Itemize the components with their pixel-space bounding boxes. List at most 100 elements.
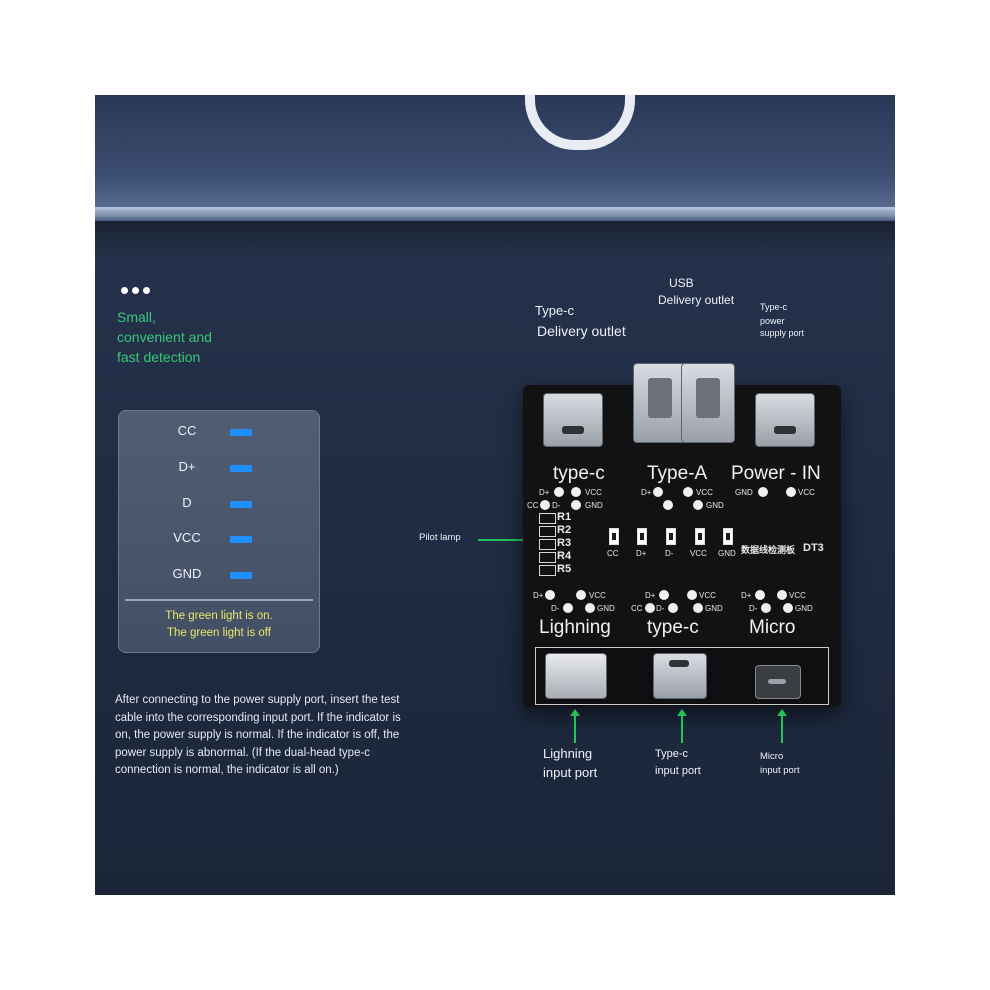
typec-power-port — [755, 393, 815, 447]
legend-label: CC — [177, 423, 197, 438]
power-port-label-1: Type-c — [760, 302, 788, 312]
tagline-line: Small, — [117, 309, 156, 325]
legend-note-on: The green light is on. — [165, 610, 273, 622]
indicator-legend: CC D+ D VCC GND The green light is on. T… — [118, 410, 320, 653]
indicator-bar-icon — [230, 465, 252, 472]
typec-outlet-label-2: Delivery outlet — [537, 323, 626, 339]
lamp-label: VCC — [690, 549, 707, 558]
pin-label: GND — [706, 501, 724, 510]
micro-input-port — [755, 665, 801, 699]
board-label-micro: Micro — [749, 617, 796, 638]
background-wall — [95, 95, 895, 210]
micro-input-label-1: Micro — [760, 751, 784, 762]
pin-pad — [687, 590, 697, 600]
legend-note-off: The green light is off — [167, 627, 271, 639]
pin-pad — [540, 500, 550, 510]
pin-pad — [663, 500, 673, 510]
pin-label: D- — [656, 604, 665, 613]
pin-label: GND — [705, 604, 723, 613]
pin-label: VCC — [798, 488, 815, 497]
pin-label: D+ — [641, 488, 652, 497]
pin-pad — [576, 590, 586, 600]
pin-pad — [659, 590, 669, 600]
pin-label: D- — [552, 501, 561, 510]
board-label-typea: Type-A — [647, 463, 708, 484]
pin-label: D+ — [645, 591, 656, 600]
lamp-label: D- — [665, 549, 674, 558]
pin-label: GND — [795, 604, 813, 613]
pin-label: GND — [597, 604, 615, 613]
pin-pad — [777, 590, 787, 600]
pin-label: VCC — [699, 591, 716, 600]
pin-pad — [563, 603, 573, 613]
pin-pad — [571, 487, 581, 497]
pin-pad — [645, 603, 655, 613]
lightning-input-port — [545, 653, 607, 699]
lamp-label: CC — [607, 549, 619, 558]
indicator-bar-icon — [230, 501, 252, 508]
ellipsis-icon — [121, 281, 154, 299]
pin-pad — [786, 487, 796, 497]
power-port-label-2: power — [760, 316, 785, 326]
typec-pointer — [681, 715, 683, 743]
board-model-code: DT3 — [803, 542, 824, 554]
board-label-typec-bottom: type-c — [647, 617, 699, 638]
board-label-lightning: Lighning — [539, 617, 611, 638]
legend-row: CC — [119, 423, 319, 443]
pin-pad — [571, 500, 581, 510]
resistor-icon — [539, 526, 556, 537]
legend-row: D+ — [119, 459, 319, 479]
usb-a-port-right — [681, 363, 735, 443]
resistor-label: R5 — [557, 563, 572, 575]
typec-output-port — [543, 393, 603, 447]
lightning-input-label-1: Lighning — [543, 746, 593, 761]
legend-divider — [125, 599, 313, 601]
pin-pad — [554, 487, 564, 497]
test-board: type-c Type-A Power - IN D+ VCC CC D- GN… — [523, 363, 841, 707]
resistor-icon — [539, 513, 556, 524]
pilot-lamp-gnd — [723, 528, 733, 545]
pin-pad — [758, 487, 768, 497]
resistor-icon — [539, 539, 556, 550]
pin-pad — [683, 487, 693, 497]
pin-label: VCC — [589, 591, 606, 600]
pin-pad — [783, 603, 793, 613]
pin-pad — [585, 603, 595, 613]
typec-input-label-2: input port — [655, 765, 701, 777]
pilot-lamp-cc — [609, 528, 619, 545]
indicator-bar-icon — [230, 536, 252, 543]
lamp-label: D+ — [636, 549, 647, 558]
pin-label: VCC — [585, 488, 602, 497]
board-model-text: 数据线检测板 — [741, 545, 796, 555]
arrow-up-icon — [570, 709, 580, 716]
arrow-up-icon — [677, 709, 687, 716]
legend-label: GND — [172, 566, 202, 581]
pin-pad — [693, 603, 703, 613]
pin-label: VCC — [789, 591, 806, 600]
pin-label: GND — [585, 501, 603, 510]
instructions-text: After connecting to the power supply por… — [115, 694, 401, 776]
lamp-label: GND — [718, 549, 736, 558]
typec-outlet-label-1: Type-c — [535, 303, 575, 318]
indicator-bar-icon — [230, 572, 252, 579]
board-label-typec-top: type-c — [553, 463, 605, 484]
pin-label: GND — [735, 488, 753, 497]
pin-pad — [653, 487, 663, 497]
pin-pad — [755, 590, 765, 600]
legend-label: VCC — [173, 530, 201, 545]
tagline-line: convenient and — [117, 329, 212, 345]
pin-label: D+ — [533, 591, 544, 600]
usb-outlet-label-1: USB — [669, 276, 694, 290]
resistor-label: R2 — [557, 524, 572, 536]
arrow-up-icon — [777, 709, 787, 716]
tagline-line: fast detection — [117, 349, 201, 365]
resistor-icon — [539, 565, 556, 576]
pin-label: D- — [551, 604, 560, 613]
pilot-lamp-vcc — [695, 528, 705, 545]
pilot-lamp-dminus — [666, 528, 676, 545]
pin-label: D+ — [539, 488, 550, 497]
pin-label: VCC — [696, 488, 713, 497]
legend-label: D+ — [178, 459, 196, 474]
pin-pad — [545, 590, 555, 600]
pilot-lamp-label: Pilot lamp — [419, 532, 461, 543]
